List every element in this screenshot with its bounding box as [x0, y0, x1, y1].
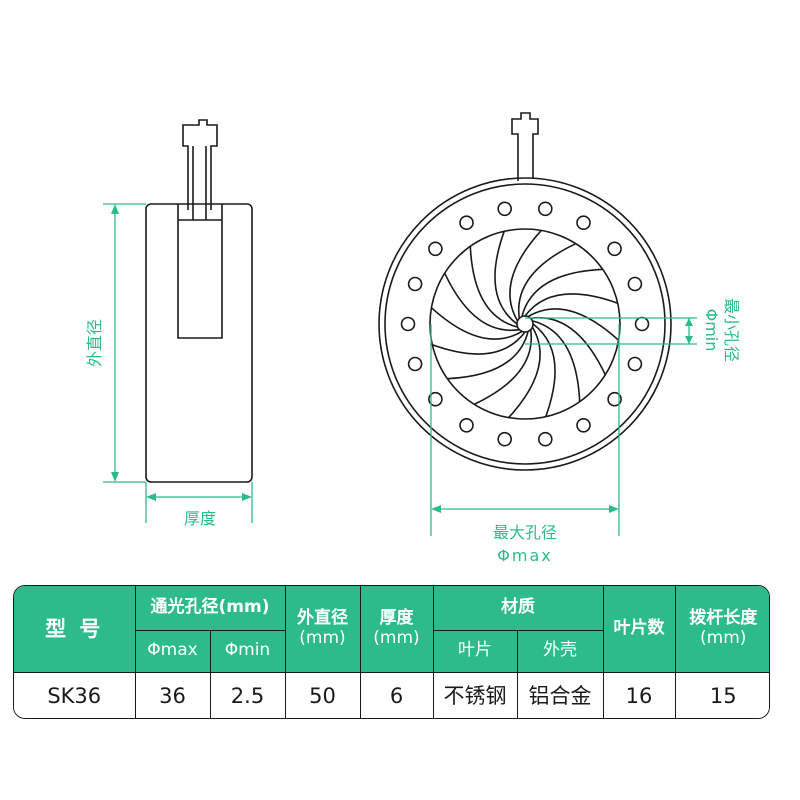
iris-blade	[524, 293, 618, 317]
mounting-hole	[634, 316, 650, 332]
min-aperture-label: 最小孔径	[722, 298, 741, 362]
iris-blade	[508, 326, 541, 419]
header-material: 材质	[432, 586, 604, 631]
mounting-hole	[497, 431, 513, 447]
header-thickness-unit: (mm)	[373, 627, 420, 648]
iris-blade	[432, 331, 526, 355]
header-min: Φmin	[209, 629, 286, 673]
min-aperture-dimension: 最小孔径 Φmin	[525, 298, 741, 362]
iris-blade	[527, 308, 620, 341]
iris-diaphragm-drawing: 外直径 厚度 最小孔径 Φmi	[85, 112, 741, 565]
mounting-hole	[400, 316, 416, 332]
header-outer-diameter: 外直径 (mm)	[284, 586, 361, 673]
iris-blade	[509, 229, 542, 322]
min-aperture-hole	[516, 315, 534, 333]
thickness-label: 厚度	[184, 509, 216, 528]
mounting-holes	[400, 201, 650, 447]
cell-blade-count: 16	[602, 671, 676, 718]
mounting-hole	[459, 417, 474, 433]
mounting-hole	[407, 356, 423, 372]
iris-blade	[494, 231, 518, 325]
mounting-hole	[607, 241, 622, 257]
mounting-hole	[627, 276, 643, 292]
cell-min: 2.5	[209, 671, 286, 718]
spec-table: 型 号 通光孔径(mm) 外直径 (mm) 厚度 (mm) 材质 叶片数 拨杆长…	[13, 585, 770, 719]
outer-ring-inner	[384, 183, 666, 465]
iris-blade	[532, 320, 581, 402]
side-view: 外直径 厚度	[85, 119, 253, 528]
mounting-hole	[537, 201, 553, 217]
table-row: SK36 36 2.5 50 6 不锈钢 铝合金 16 15	[14, 671, 769, 718]
iris-blade	[430, 307, 523, 340]
header-outer-diameter-unit: (mm)	[299, 627, 346, 648]
mounting-hole	[428, 241, 443, 257]
header-thickness-text: 厚度	[379, 608, 414, 629]
header-shell: 外壳	[516, 629, 603, 673]
max-aperture-dimension: 最大孔径 Φmax	[430, 324, 620, 565]
mounting-hole	[407, 276, 423, 292]
cell-shell-material: 铝合金	[516, 671, 604, 718]
mounting-hole	[537, 431, 553, 447]
cell-thickness: 6	[359, 671, 434, 718]
mounting-hole	[459, 215, 474, 230]
mounting-hole	[497, 201, 513, 217]
header-lever-length-unit: (mm)	[700, 627, 747, 648]
header-model: 型 号	[14, 586, 136, 673]
iris-blades	[430, 229, 620, 419]
outer-diameter-dimension: 外直径	[85, 203, 146, 483]
side-lever	[182, 119, 218, 210]
mounting-hole	[428, 391, 443, 407]
cell-max: 36	[134, 671, 211, 718]
aperture-opening	[429, 228, 621, 420]
outer-ring	[378, 177, 672, 471]
front-view: 最小孔径 Φmin 最大孔径 Φmax	[378, 112, 741, 565]
header-thickness: 厚度 (mm)	[359, 586, 434, 673]
cell-blade-material: 不锈钢	[432, 671, 518, 718]
iris-blade	[521, 268, 603, 317]
outer-diameter-label: 外直径	[85, 319, 104, 367]
iris-blade	[469, 246, 518, 328]
iris-blade	[517, 242, 577, 319]
max-aperture-label: 最大孔径	[493, 523, 557, 542]
header-max: Φmax	[135, 629, 211, 673]
header-lever-length: 拨杆长度 (mm)	[674, 586, 769, 673]
cell-outer-diameter: 50	[284, 671, 361, 718]
mounting-hole	[576, 215, 591, 230]
thickness-dimension: 厚度	[145, 482, 253, 528]
iris-blade	[530, 316, 607, 376]
cell-model: SK36	[14, 671, 136, 718]
min-aperture-symbol: Φmin	[702, 309, 721, 352]
side-slot	[177, 204, 223, 339]
mounting-hole	[627, 356, 643, 372]
iris-blade	[532, 323, 556, 417]
header-lever-length-text: 拨杆长度	[689, 608, 758, 629]
max-aperture-symbol: Φmax	[497, 546, 552, 565]
header-outer-diameter-text: 外直径	[297, 608, 348, 629]
header-aperture: 通光孔径(mm)	[134, 586, 286, 631]
front-lever	[511, 112, 539, 181]
iris-blade	[443, 272, 520, 332]
iris-blade	[473, 329, 533, 406]
header-blade: 叶片	[432, 629, 518, 673]
header-blade-count: 叶片数	[602, 586, 676, 673]
cell-lever-length: 15	[674, 671, 769, 718]
mounting-hole	[576, 417, 591, 433]
iris-blade	[447, 331, 529, 380]
mounting-hole	[607, 391, 622, 407]
side-body	[145, 203, 253, 483]
